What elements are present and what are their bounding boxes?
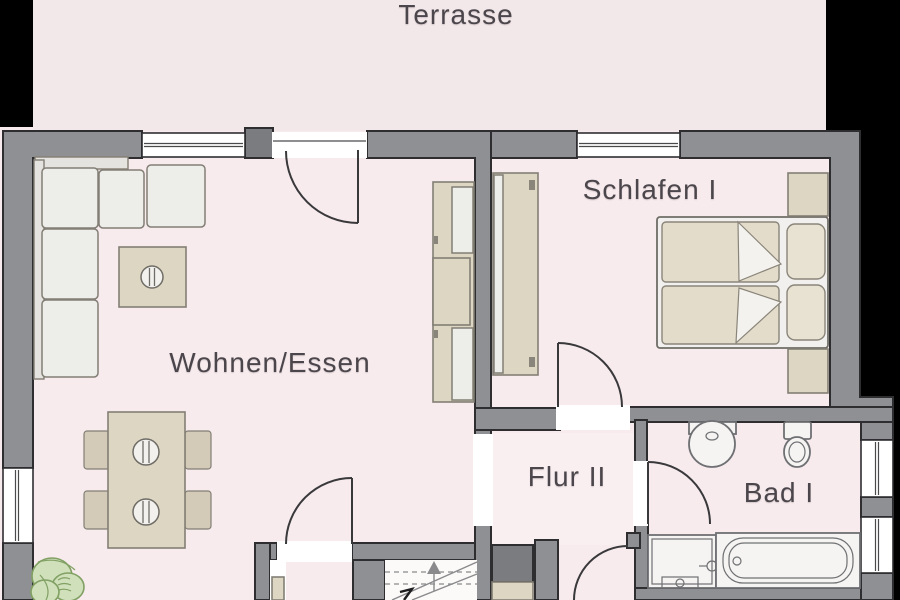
walls [2, 127, 894, 600]
door-swing-bath [647, 461, 711, 525]
dining-chair [83, 430, 111, 470]
door-swing-bedroom [557, 342, 623, 408]
dining-chair [184, 490, 212, 530]
shaft-base [491, 581, 534, 600]
door-swing-living [285, 477, 353, 545]
bathtub [715, 532, 861, 589]
room-label-bad-1: Bad I [743, 477, 815, 508]
door-swing-flur-bottom [573, 545, 629, 600]
wall-bath-bottom [634, 587, 894, 600]
opening-flur-passage [473, 434, 493, 526]
flur-floor-patch [490, 433, 635, 545]
opening-bath-door [633, 461, 648, 526]
wall-pier [244, 127, 274, 159]
opening-living-door [277, 541, 352, 562]
wall-shaft-right [534, 539, 559, 600]
wall-bedroom-bottom-left [474, 407, 561, 431]
room-label-terrasse: Terrasse [398, 0, 514, 30]
corner-sofa [33, 156, 206, 380]
room-terrasse [33, 0, 826, 131]
tall-cabinet [432, 181, 475, 403]
pillow [786, 284, 826, 341]
room-label-wohnen-essen: Wohnen/Essen [169, 347, 371, 378]
nightstand [787, 348, 829, 394]
wall-middle-lower [474, 521, 492, 600]
wall-window-mullion-right [860, 496, 894, 518]
shaft-block [491, 544, 534, 583]
side-table [118, 246, 187, 308]
wall-bath-left-upper [634, 419, 648, 465]
lower-room-cabinet [271, 576, 285, 600]
window-bath-right-lower [860, 516, 894, 574]
wall-stub-bottom [254, 542, 271, 600]
wall-stair-left [352, 559, 386, 600]
staircase [385, 560, 478, 600]
shower [647, 534, 718, 589]
dining-chair [83, 490, 111, 530]
dining-chair [184, 430, 212, 470]
window-bath-right-upper [860, 439, 894, 498]
window-bedroom-top [576, 132, 681, 158]
dining-table [107, 411, 186, 549]
room-label-flur-2: Flur II [527, 461, 607, 492]
toilet [783, 421, 812, 468]
dining-group [83, 411, 212, 549]
stair-number-mark [399, 587, 415, 600]
doors [285, 150, 711, 600]
opening-bedroom-door [556, 405, 630, 430]
wall-flur-door-jamb [626, 532, 641, 549]
windows [2, 132, 894, 574]
room-label-schlafen-1: Schlafen I [582, 174, 718, 205]
wall-bath-top [628, 406, 894, 423]
washbasin [688, 420, 737, 468]
stair-direction-arrow [427, 561, 441, 574]
wall-left-bottom [2, 542, 34, 600]
window-terrace-left [141, 132, 246, 158]
wall-right-bottom [860, 572, 894, 600]
door-swing-terrace [285, 150, 359, 224]
wardrobe [492, 172, 539, 376]
wall-living-bottom-right [351, 542, 478, 561]
nightstand [787, 172, 829, 217]
pillow [786, 223, 826, 280]
opening-terrace-door [272, 132, 367, 158]
double-bed [656, 216, 829, 349]
door-openings [270, 132, 648, 600]
wall-bedroom-top-left [490, 130, 578, 159]
plant [30, 557, 85, 600]
window-living-left [2, 467, 34, 544]
